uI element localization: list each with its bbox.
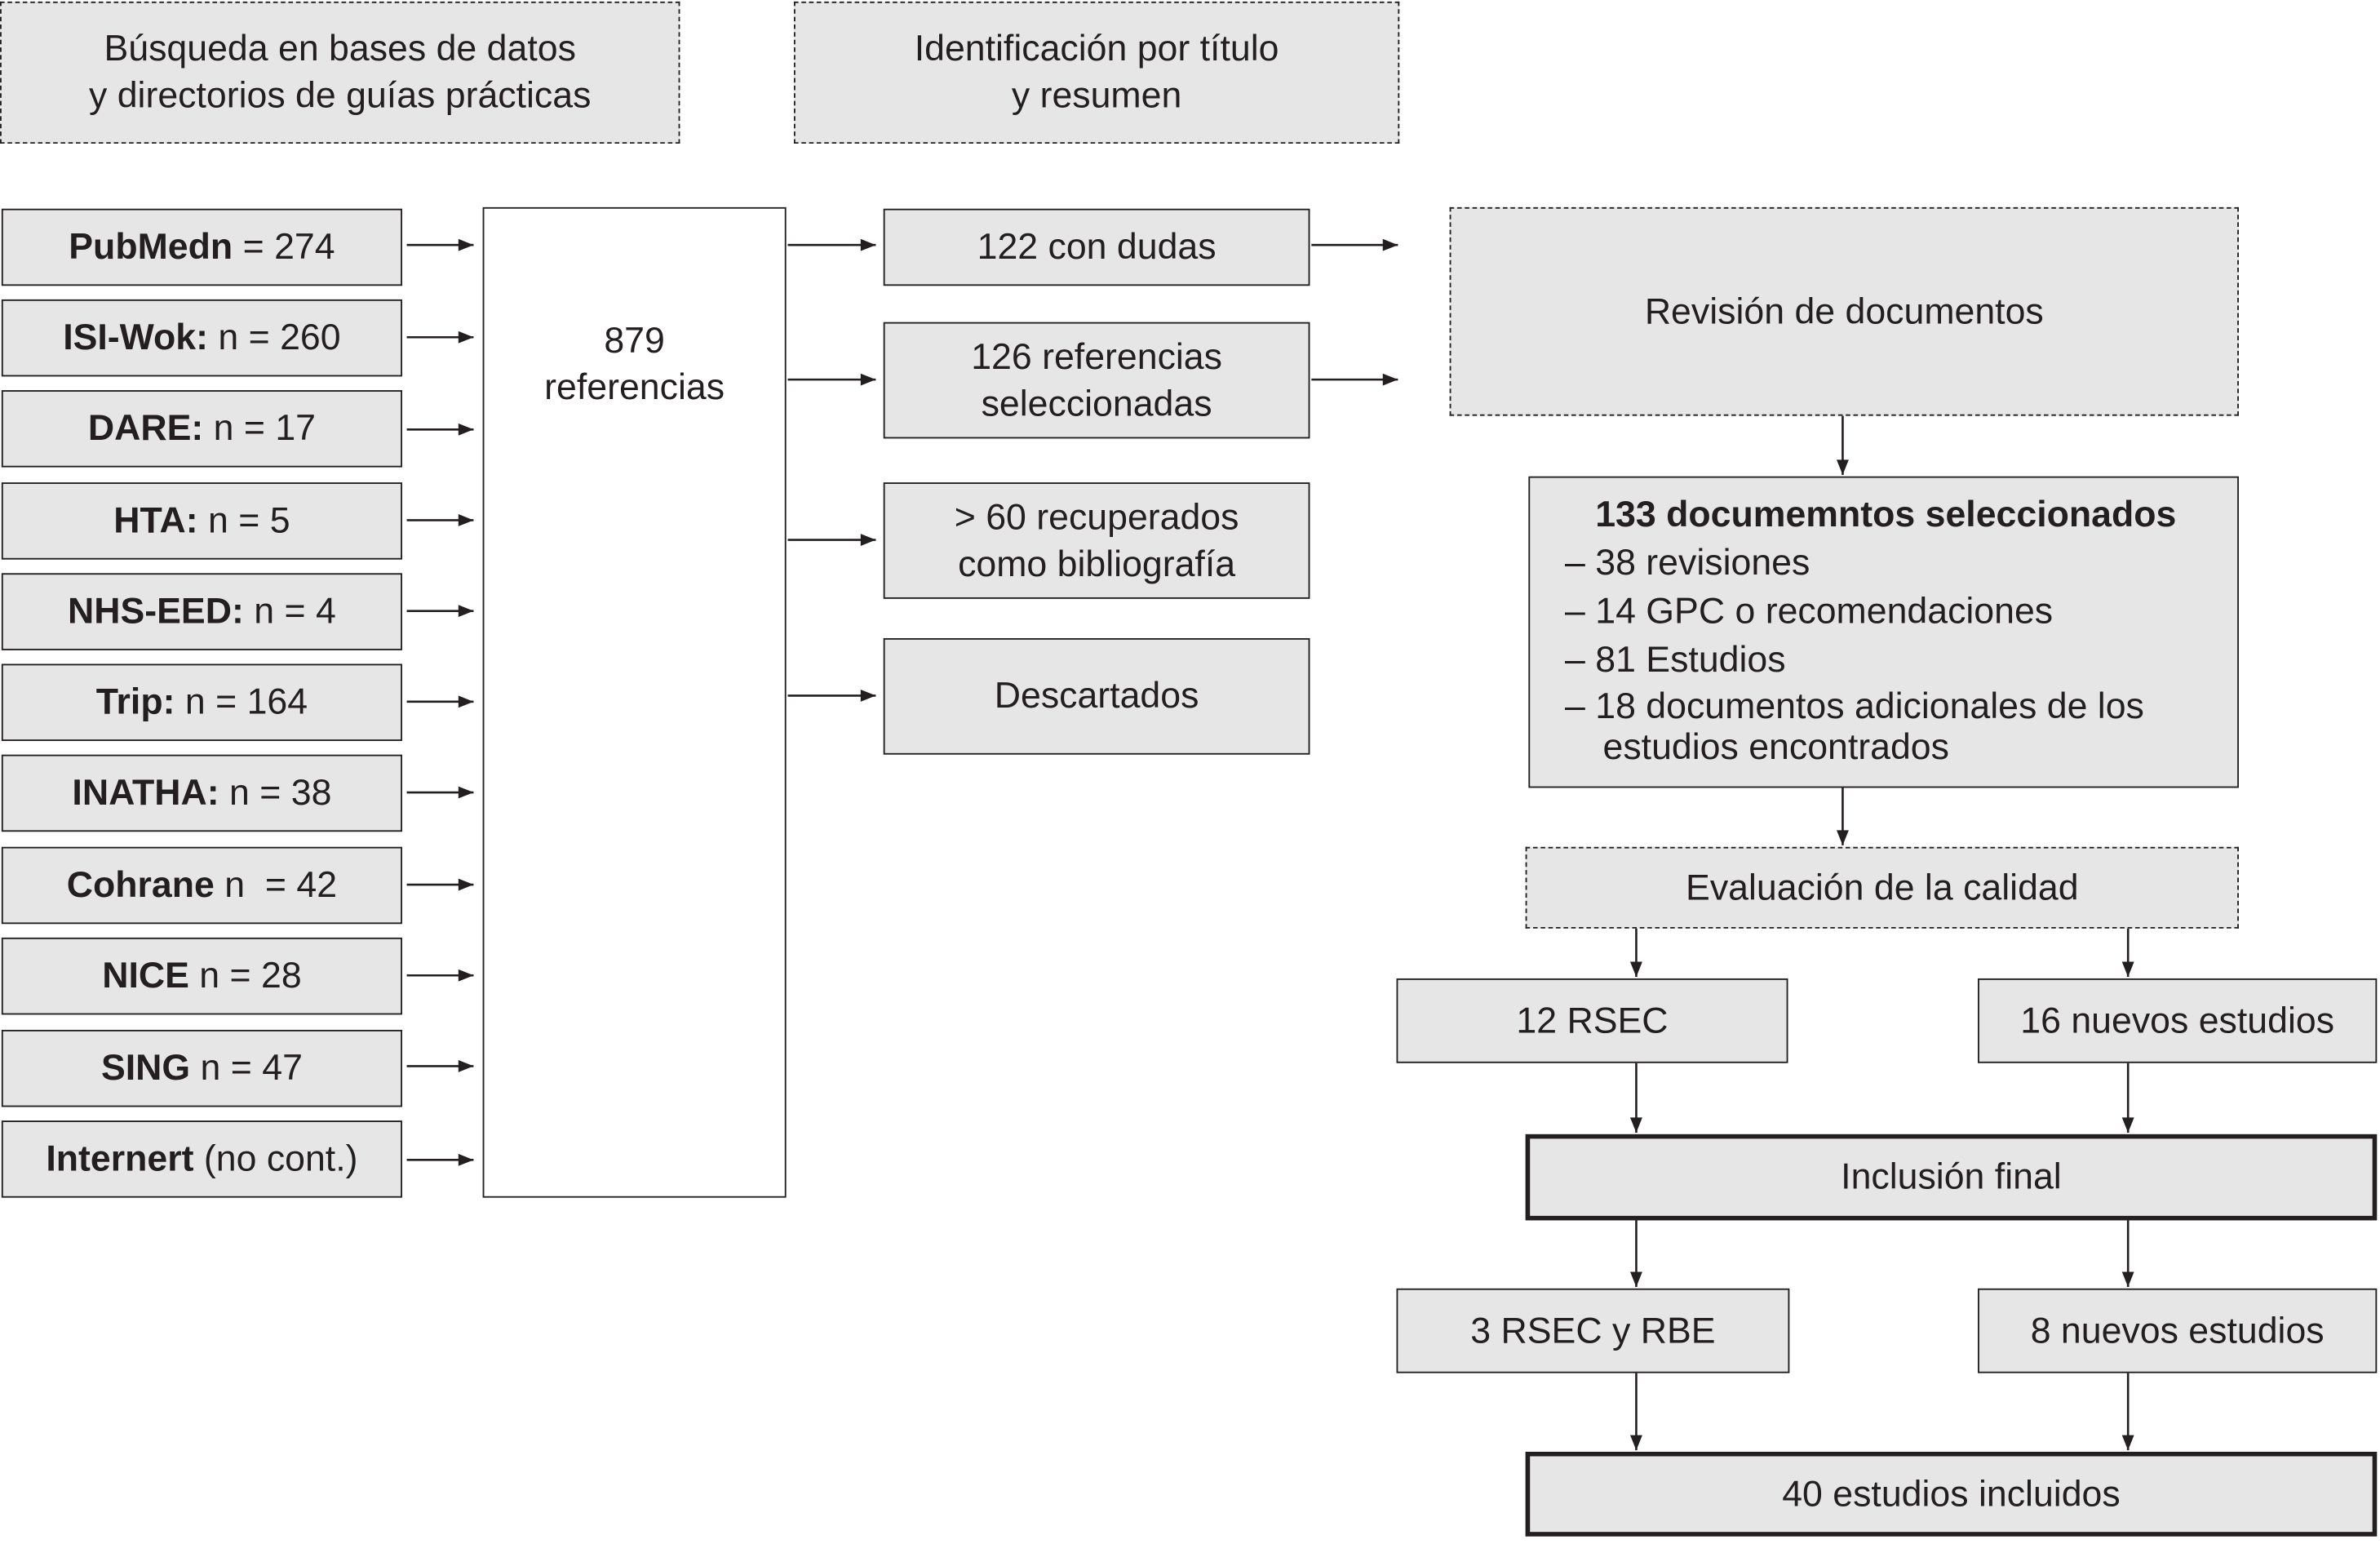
rsec-box: 12 RSEC bbox=[1396, 978, 1788, 1063]
selected-documents-item: – 38 revisiones bbox=[1565, 543, 1810, 584]
quality-label: Evaluación de la calidad bbox=[1686, 867, 2079, 908]
source-label: Cohrane n = 42 bbox=[67, 862, 337, 908]
screening-bibliography-line1: > 60 recuperados bbox=[954, 496, 1239, 538]
source-count: n = 28 bbox=[188, 956, 302, 997]
source-label: Internert (no cont.) bbox=[46, 1136, 357, 1182]
header-identification-line1: Identificación por título bbox=[914, 29, 1279, 70]
inclusion-label: Inclusión final bbox=[1841, 1156, 2062, 1198]
screening-discarded-label: Descartados bbox=[994, 676, 1199, 717]
source-label: ISI-Wok: n = 260 bbox=[63, 314, 340, 361]
quality-box: Evaluación de la calidad bbox=[1525, 846, 2239, 929]
selected-documents-item-continuation: estudios encontrados bbox=[1602, 727, 1949, 769]
source-label: DARE: n = 17 bbox=[88, 406, 316, 452]
source-box-dare: DARE: n = 17 bbox=[1, 390, 402, 468]
screening-bibliography-line2: como bibliografía bbox=[958, 544, 1236, 585]
source-box-inatha: INATHA: n = 38 bbox=[1, 754, 402, 832]
screening-bibliography-box: > 60 recuperados como bibliografía bbox=[883, 482, 1310, 599]
source-name: NHS-EED: bbox=[68, 591, 244, 632]
screening-doubts-label: 122 con dudas bbox=[977, 226, 1217, 268]
source-name: PubMedn bbox=[69, 226, 233, 268]
source-name: HTA: bbox=[113, 500, 198, 542]
source-box-hta: HTA: n = 5 bbox=[1, 482, 402, 560]
source-label: PubMedn = 274 bbox=[69, 224, 335, 270]
source-box-nice: NICE n = 28 bbox=[1, 937, 402, 1015]
review-box: Revisión de documentos bbox=[1449, 206, 2239, 416]
source-label: NHS-EED: n = 4 bbox=[68, 588, 336, 635]
source-count: (no cont.) bbox=[193, 1138, 358, 1180]
source-name: ISI-Wok: bbox=[63, 317, 208, 359]
source-box-isi-wok: ISI-Wok: n = 260 bbox=[1, 299, 402, 377]
source-name: SING bbox=[100, 1048, 191, 1089]
source-name: NICE bbox=[102, 956, 189, 997]
screening-doubts-box: 122 con dudas bbox=[883, 208, 1310, 286]
final-new-studies-box: 8 nuevos estudios bbox=[1978, 1288, 2378, 1373]
references-count: 879 bbox=[604, 320, 665, 362]
source-count: n = 47 bbox=[190, 1048, 303, 1089]
header-identification: Identificación por título y resumen bbox=[793, 1, 1400, 144]
source-name: INATHA: bbox=[72, 772, 219, 814]
rsec-rbe-label: 3 RSEC y RBE bbox=[1470, 1310, 1716, 1351]
selected-documents-item: – 14 GPC o recomendaciones bbox=[1565, 591, 2054, 632]
result-box: 40 estudios incluidos bbox=[1525, 1451, 2378, 1537]
source-box-trip: Trip: n = 164 bbox=[1, 663, 402, 742]
header-search: Búsqueda en bases de datos y directorios… bbox=[0, 1, 680, 144]
source-count: n = 38 bbox=[219, 772, 332, 814]
source-label: INATHA: n = 38 bbox=[72, 770, 331, 816]
final-new-studies-label: 8 nuevos estudios bbox=[2030, 1310, 2325, 1351]
source-box-cohrane: Cohrane n = 42 bbox=[1, 846, 402, 925]
selected-documents-box: 133 documemntos seleccionados – 38 revis… bbox=[1528, 476, 2239, 788]
references-box: 879 referencias bbox=[482, 206, 787, 1198]
source-label: Trip: n = 164 bbox=[96, 679, 308, 725]
header-search-line2: y directorios de guías prácticas bbox=[88, 75, 592, 117]
source-box-internet: Internert (no cont.) bbox=[1, 1120, 402, 1198]
header-search-line1: Búsqueda en bases de datos bbox=[104, 29, 576, 70]
new-studies-label: 16 nuevos estudios bbox=[2020, 1000, 2335, 1041]
source-box-sing: SING n = 47 bbox=[1, 1029, 402, 1107]
rsec-label: 12 RSEC bbox=[1516, 1000, 1669, 1041]
source-name: DARE: bbox=[87, 408, 204, 450]
selected-documents-item: – 18 documentos adicionales de los bbox=[1565, 686, 2144, 728]
screening-selected-line1: 126 referencias bbox=[971, 336, 1222, 378]
new-studies-box: 16 nuevos estudios bbox=[1978, 978, 2378, 1063]
screening-selected-box: 126 referencias seleccionadas bbox=[883, 322, 1310, 439]
source-count: n = 4 bbox=[243, 591, 336, 632]
source-box-nhs-eed: NHS-EED: n = 4 bbox=[1, 573, 402, 650]
source-box-pubmed: PubMedn = 274 bbox=[1, 208, 402, 286]
screening-discarded-box: Descartados bbox=[883, 638, 1310, 755]
review-label: Revisión de documentos bbox=[1644, 291, 2044, 332]
source-count: n = 5 bbox=[197, 500, 290, 542]
selected-documents-item: – 81 Estudios bbox=[1565, 639, 1786, 681]
source-name: Cohrane bbox=[66, 864, 215, 906]
source-label: SING n = 47 bbox=[101, 1045, 303, 1091]
result-label: 40 estudios incluidos bbox=[1782, 1473, 2121, 1515]
screening-selected-line2: seleccionadas bbox=[981, 383, 1212, 424]
source-count: n = 164 bbox=[175, 681, 308, 723]
source-name: Trip: bbox=[95, 681, 175, 723]
source-count: = 274 bbox=[233, 226, 335, 268]
selected-documents-title: 133 documemntos seleccionados bbox=[1595, 494, 2177, 535]
source-count: n = 17 bbox=[203, 408, 317, 450]
source-count: n = 260 bbox=[207, 317, 341, 359]
inclusion-box: Inclusión final bbox=[1525, 1134, 2378, 1221]
source-name: Internert bbox=[46, 1138, 194, 1180]
source-label: HTA: n = 5 bbox=[113, 498, 290, 544]
references-label: referencias bbox=[544, 367, 725, 409]
header-identification-line2: y resumen bbox=[1011, 75, 1182, 117]
source-count: n = 42 bbox=[214, 864, 338, 906]
rsec-rbe-box: 3 RSEC y RBE bbox=[1396, 1288, 1790, 1373]
source-label: NICE n = 28 bbox=[102, 952, 301, 999]
